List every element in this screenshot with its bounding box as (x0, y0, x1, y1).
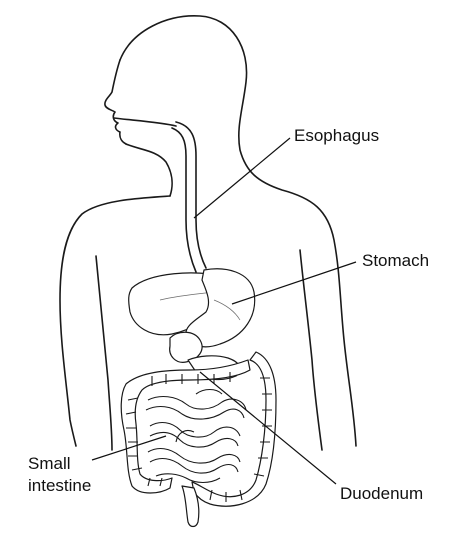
leader-line-stomach (231, 261, 357, 305)
leader-line-esophagus (193, 137, 291, 219)
label-small-intestine-line2: intestine (28, 476, 92, 495)
esophagus-tube (171, 121, 207, 273)
label-esophagus: Esophagus (294, 126, 380, 145)
leader-line-small-intestine (91, 435, 167, 461)
label-stomach: Stomach (362, 251, 430, 270)
body-outline (59, 15, 357, 451)
label-small-intestine-line1: Small (28, 454, 71, 473)
label-duodenum: Duodenum (340, 484, 424, 503)
leader-line-duodenum (199, 371, 337, 485)
small-intestine-coils (145, 388, 247, 484)
large-intestine (120, 351, 277, 528)
duodenum-shape (169, 331, 203, 363)
